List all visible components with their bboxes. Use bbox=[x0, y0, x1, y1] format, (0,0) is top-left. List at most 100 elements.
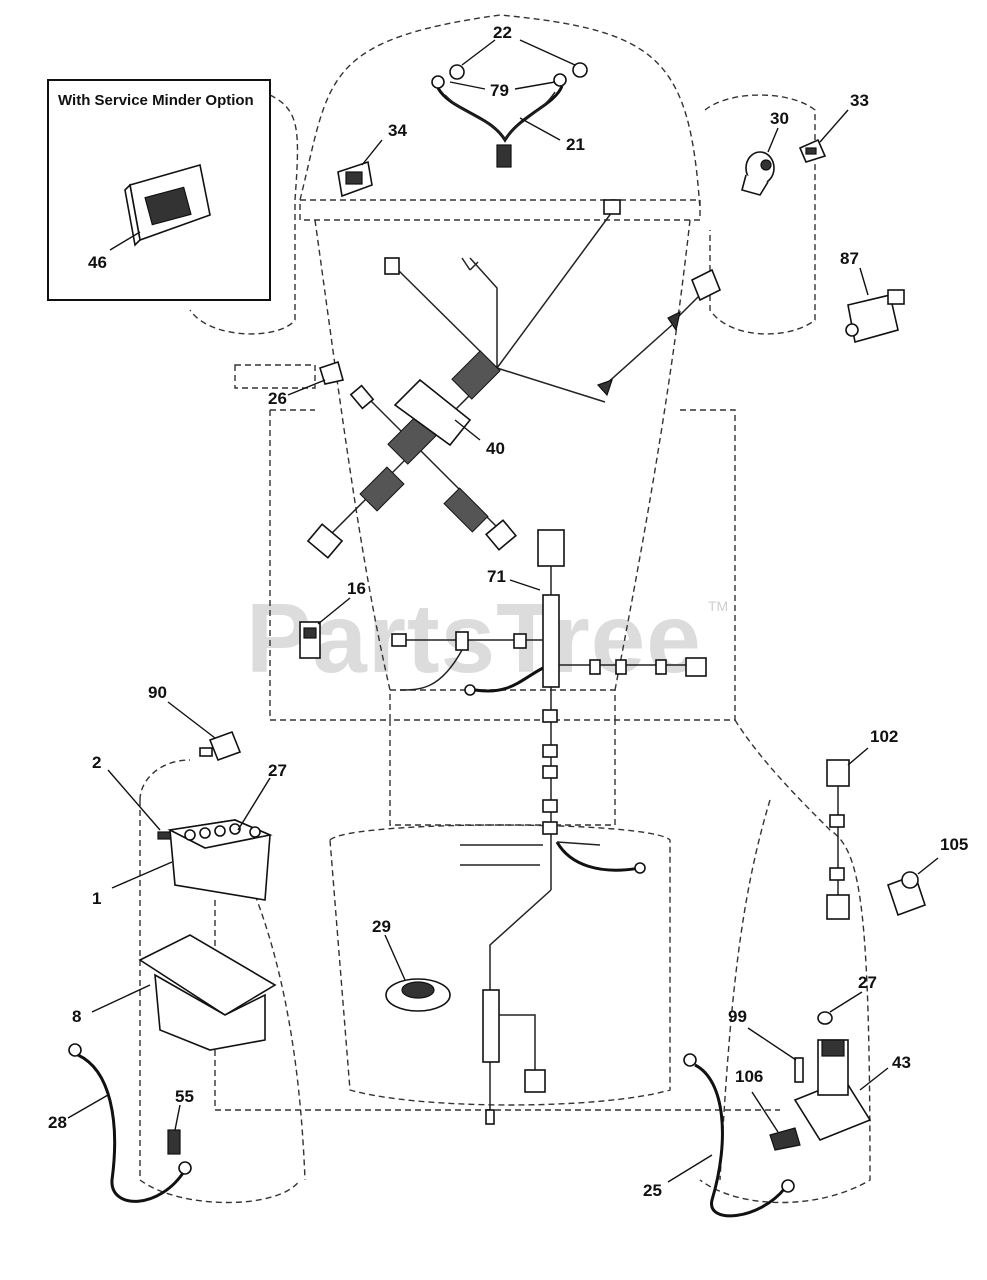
left-pod-outline bbox=[189, 94, 299, 335]
leader-79a bbox=[449, 81, 486, 90]
leader-22b bbox=[519, 39, 576, 66]
callout-2: 2 bbox=[92, 753, 102, 772]
seat-area-outline bbox=[329, 824, 671, 1106]
nut-part-27-right bbox=[817, 1011, 833, 1025]
callout-22: 22 bbox=[493, 23, 512, 42]
frame-left-rail bbox=[314, 219, 391, 691]
leader-27b bbox=[829, 991, 863, 1013]
leader-28 bbox=[67, 1094, 109, 1119]
solenoid-part-105 bbox=[886, 871, 927, 917]
callout-29: 29 bbox=[372, 917, 391, 936]
leader-34 bbox=[361, 139, 383, 166]
callout-40: 40 bbox=[486, 439, 505, 458]
leader-55 bbox=[174, 1104, 181, 1131]
ignition-key-part bbox=[798, 138, 827, 163]
leader-106 bbox=[751, 1091, 779, 1133]
hood-outline bbox=[299, 14, 701, 211]
leader-71 bbox=[509, 579, 541, 591]
callout-46: 46 bbox=[88, 253, 107, 272]
callout-99: 99 bbox=[728, 1007, 747, 1026]
callout-43: 43 bbox=[892, 1053, 911, 1072]
headlight-harness-part bbox=[431, 62, 588, 168]
right-pod-outline bbox=[704, 94, 816, 335]
callout-27-top: 27 bbox=[268, 761, 287, 780]
battery-tray-part-8 bbox=[138, 934, 277, 1051]
leader-30 bbox=[767, 127, 779, 153]
clip-part-106 bbox=[769, 1127, 801, 1151]
callout-1: 1 bbox=[92, 889, 102, 908]
leader-87 bbox=[859, 267, 869, 296]
callout-90: 90 bbox=[148, 683, 167, 702]
leader-99 bbox=[747, 1027, 797, 1061]
relay-part-16 bbox=[299, 621, 321, 659]
callout-8: 8 bbox=[72, 1007, 82, 1026]
leader-105 bbox=[917, 857, 939, 875]
callout-79: 79 bbox=[490, 81, 509, 100]
callout-30: 30 bbox=[770, 109, 789, 128]
leader-33 bbox=[819, 109, 849, 143]
leader-25 bbox=[667, 1154, 713, 1183]
battery-cable-part-25 bbox=[683, 1053, 795, 1218]
left-inner-outline bbox=[254, 894, 306, 1181]
rear-harness-71 bbox=[391, 529, 707, 1125]
screw-part-99 bbox=[794, 1057, 804, 1083]
switch-part-34 bbox=[337, 160, 373, 198]
callout-71: 71 bbox=[487, 567, 506, 586]
left-switch-bay-outline bbox=[234, 364, 316, 389]
leader-29 bbox=[384, 934, 406, 981]
callout-55: 55 bbox=[175, 1087, 194, 1106]
frame-right-rail bbox=[614, 219, 691, 691]
bolt-part-55 bbox=[167, 1129, 181, 1155]
callout-26: 26 bbox=[268, 389, 287, 408]
callout-28: 28 bbox=[48, 1113, 67, 1132]
service-minder-part bbox=[124, 163, 211, 247]
leader-26 bbox=[287, 379, 326, 396]
callout-102: 102 bbox=[870, 727, 899, 746]
grommet-part-29 bbox=[385, 978, 451, 1012]
callout-27-bottom: 27 bbox=[858, 973, 877, 992]
leader-16 bbox=[317, 597, 351, 625]
leader-46 bbox=[109, 231, 141, 251]
dash-panel-outline bbox=[389, 689, 616, 721]
callout-105: 105 bbox=[940, 835, 969, 854]
callout-33: 33 bbox=[850, 91, 869, 110]
right-inner-outline bbox=[719, 799, 771, 1181]
leader-2 bbox=[107, 769, 161, 831]
starter-assembly-part-43 bbox=[793, 1039, 872, 1141]
trademark-mark: TM bbox=[708, 598, 729, 614]
leader-8 bbox=[91, 984, 151, 1013]
leader-1 bbox=[111, 861, 173, 889]
callout-106: 106 bbox=[735, 1067, 764, 1086]
battery-part-1 bbox=[167, 819, 273, 901]
main-wiring-harness-40 bbox=[306, 199, 722, 559]
safety-switch-part-87 bbox=[845, 289, 905, 344]
left-fender-outline bbox=[269, 409, 390, 721]
ignition-switch-part bbox=[741, 151, 775, 196]
leader-40 bbox=[454, 419, 481, 441]
leader-102 bbox=[847, 747, 869, 766]
battery-cable-part-28 bbox=[68, 1043, 192, 1203]
plug-part-90 bbox=[199, 730, 242, 762]
callout-34: 34 bbox=[388, 121, 407, 140]
callout-25: 25 bbox=[643, 1181, 662, 1200]
right-fender-outline bbox=[615, 409, 736, 721]
service-minder-option-box bbox=[47, 79, 271, 301]
callout-16: 16 bbox=[347, 579, 366, 598]
leader-21 bbox=[519, 117, 561, 141]
option-box-title: With Service Minder Option bbox=[58, 92, 254, 109]
leader-90 bbox=[167, 701, 216, 739]
left-rear-outline bbox=[139, 759, 301, 1204]
leader-22a bbox=[461, 39, 496, 66]
leader-79b bbox=[514, 81, 556, 90]
connector-part-26 bbox=[319, 360, 344, 385]
leader-27a bbox=[237, 777, 271, 831]
frame-upper-outline bbox=[299, 199, 701, 221]
leader-43 bbox=[859, 1067, 889, 1091]
rear-center-outline bbox=[389, 720, 616, 826]
callout-87: 87 bbox=[840, 249, 859, 268]
right-rear-outline bbox=[699, 719, 871, 1204]
callout-21: 21 bbox=[566, 135, 585, 154]
harness-part-102 bbox=[826, 759, 850, 920]
